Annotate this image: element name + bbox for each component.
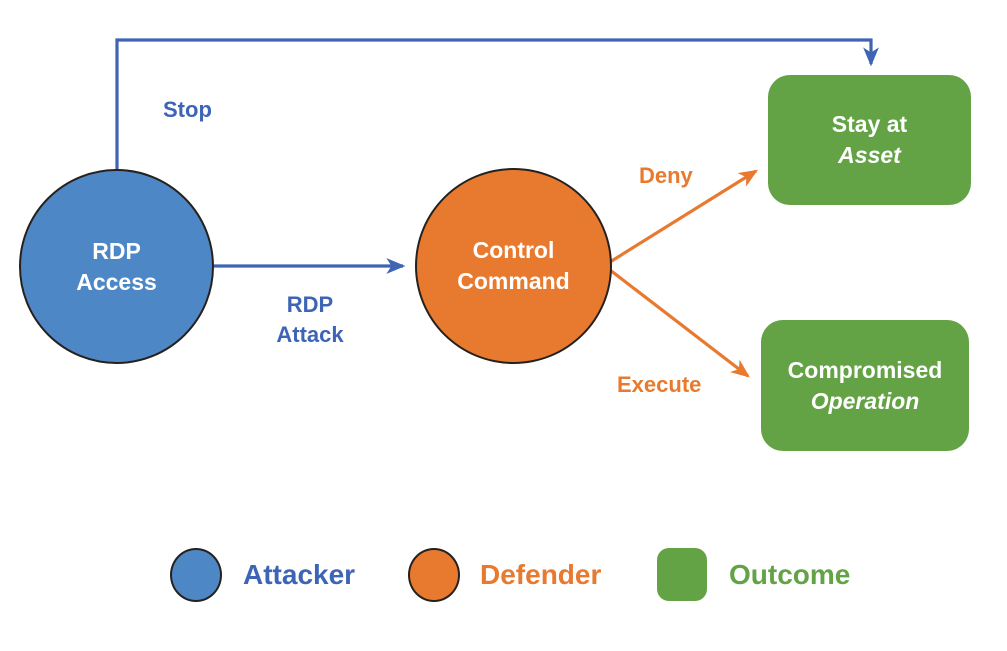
rdp-attack-edge-label-line1: RDP [286,292,334,317]
legend-label-attacker: Attacker [243,559,356,590]
legend-item-defender: Defender [408,548,601,602]
node-compromised-operation: Compromised Operation [761,320,969,451]
execute-edge-label: Execute [617,372,702,397]
node-rdp-access-line2: Access [76,268,157,295]
legend-label-outcome: Outcome [729,558,851,590]
rdp-attack-edge-label: RDP Attack [240,290,380,350]
node-stay-at-asset: Stay at Asset [768,75,971,205]
node-control-command: Control Command [415,168,612,364]
node-stay-at-asset-line2: Asset [838,142,901,168]
stop-arrow [115,38,879,178]
attacker-circle-swatch-icon [170,548,222,602]
rdp-attack-edge-label-line2: Attack [276,322,344,347]
legend-item-outcome: Outcome [657,548,850,601]
node-rdp-access: RDP Access [19,169,214,364]
node-control-command-line1: Control [472,237,555,263]
deny-edge-label: Deny [639,163,693,188]
legend-item-attacker: Attacker [170,548,355,602]
node-stay-at-asset-line1: Stay at [831,111,908,137]
outcome-square-swatch-icon [657,548,707,601]
legend-label-defender: Defender [480,559,602,590]
defender-circle-swatch-icon [408,548,460,602]
node-control-command-line2: Command [457,268,570,294]
legend: Attacker Defender Outcome [0,540,1007,615]
stop-edge-label: Stop [163,97,212,122]
node-compromised-operation-line2: Operation [810,387,920,414]
node-rdp-access-line1: RDP [92,237,141,264]
execute-arrow [609,268,750,378]
deny-arrow [609,169,759,264]
node-compromised-operation-line1: Compromised [787,356,943,383]
